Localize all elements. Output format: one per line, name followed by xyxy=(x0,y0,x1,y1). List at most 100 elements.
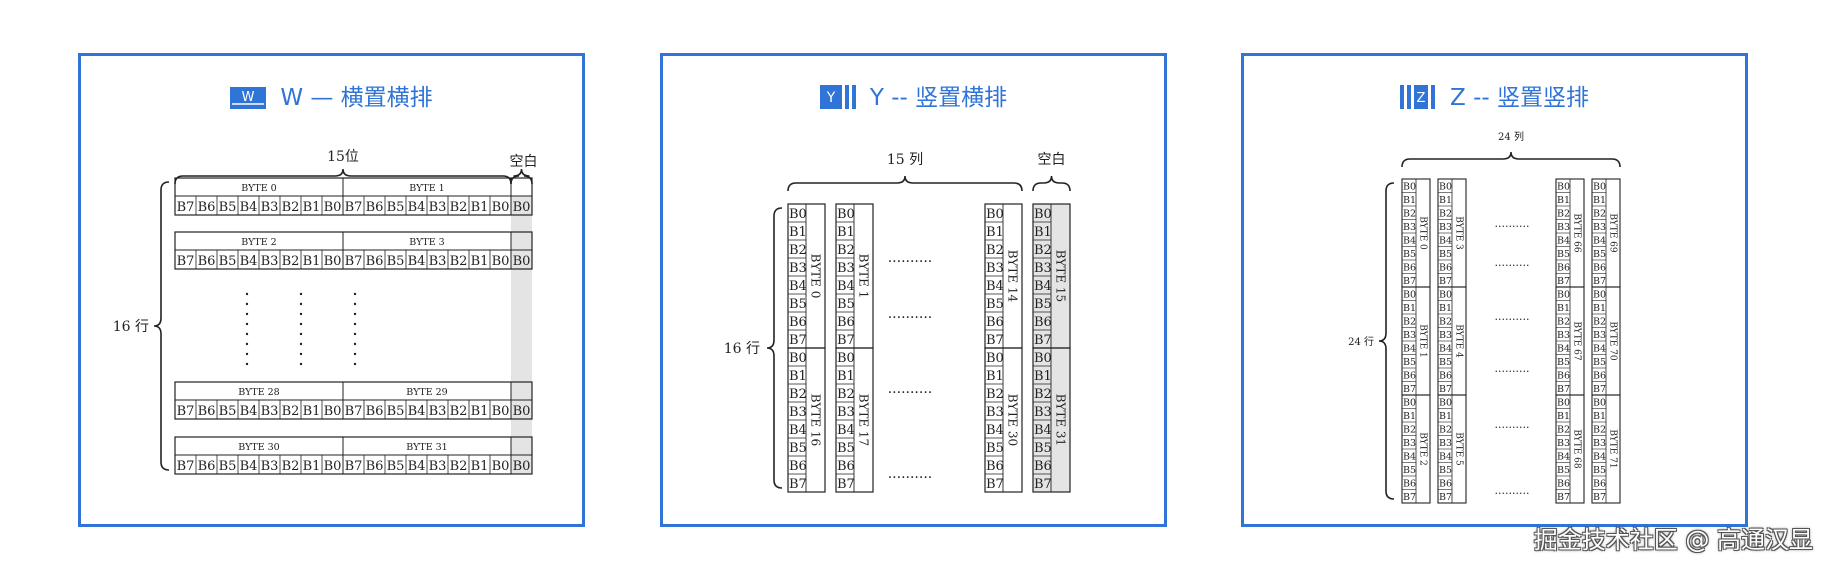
ellipsis-dot xyxy=(353,322,357,326)
bit-label: B6 xyxy=(1593,263,1606,274)
bit-label: B1 xyxy=(471,404,489,419)
byte-label: BYTE 16 xyxy=(809,394,823,446)
ellipsis-dot xyxy=(245,322,249,326)
bit-label: B2 xyxy=(1593,317,1606,328)
ellipsis-dot xyxy=(299,322,303,326)
bit-label: B7 xyxy=(1593,492,1606,503)
byte-label: BYTE 2 xyxy=(241,237,276,248)
bit-label: B5 xyxy=(1403,357,1416,368)
bit-label: B1 xyxy=(1557,303,1570,314)
bit-label: B3 xyxy=(837,405,855,420)
bit-label: B3 xyxy=(1034,405,1052,420)
bit-label: B3 xyxy=(1439,330,1452,341)
bit-label: B2 xyxy=(1593,209,1606,220)
bit-label: B1 xyxy=(471,459,489,474)
bit-label: B0 xyxy=(492,459,510,474)
bit-label: B4 xyxy=(240,254,258,269)
top-brace xyxy=(1401,151,1621,168)
top-brace xyxy=(174,168,512,185)
panel-title-y: Y Y -- 竖置横排 xyxy=(663,78,1164,112)
bit-label: B0 xyxy=(492,254,510,269)
bit-label: B1 xyxy=(1403,195,1416,206)
bit-label: B0 xyxy=(324,459,342,474)
bit-label: B2 xyxy=(1403,425,1416,436)
ellipsis-dot xyxy=(245,342,249,346)
bit-label: B6 xyxy=(986,315,1004,330)
bit-label: B6 xyxy=(1403,371,1416,382)
bit-label: B6 xyxy=(1403,479,1416,490)
bit-label: B3 xyxy=(789,405,807,420)
bit-label: B3 xyxy=(1593,438,1606,449)
bit-label: B3 xyxy=(789,261,807,276)
bit-label: B1 xyxy=(1403,411,1416,422)
panel-title-text: W — 横置横排 xyxy=(280,85,433,111)
bit-label: B0 xyxy=(1593,398,1606,409)
bit-label: B5 xyxy=(1034,297,1052,312)
bit-label: B5 xyxy=(837,297,855,312)
bit-label: B1 xyxy=(471,200,489,215)
bit-label: B0 xyxy=(513,404,531,419)
bit-label: B0 xyxy=(986,351,1004,366)
bit-label: B0 xyxy=(789,351,807,366)
panel-title-w: W W — 横置横排 xyxy=(81,78,582,112)
bit-label: B1 xyxy=(303,459,321,474)
bit-label: B7 xyxy=(1403,492,1416,503)
bit-label: B7 xyxy=(986,333,1004,348)
ellipsis: .......... xyxy=(888,466,933,482)
bit-label: B2 xyxy=(282,404,300,419)
ellipsis: .......... xyxy=(1495,362,1530,375)
bit-label: B2 xyxy=(986,387,1004,402)
byte-label: BYTE 29 xyxy=(406,387,447,398)
bit-label: B2 xyxy=(1403,209,1416,220)
bit-label: B0 xyxy=(1403,182,1416,193)
byte-label: BYTE 70 xyxy=(1608,321,1618,361)
bit-label: B6 xyxy=(198,254,216,269)
bit-label: B5 xyxy=(1034,441,1052,456)
byte-label: BYTE 2 xyxy=(1418,432,1428,466)
bit-label: B5 xyxy=(1593,357,1606,368)
bit-label: B6 xyxy=(366,254,384,269)
bit-label: B5 xyxy=(387,254,405,269)
ellipsis-dot xyxy=(299,302,303,306)
bit-label: B0 xyxy=(1403,290,1416,301)
ellipsis: .......... xyxy=(1495,217,1530,230)
byte-label: BYTE 14 xyxy=(1006,250,1020,303)
bit-label: B0 xyxy=(492,200,510,215)
byte-label: BYTE 69 xyxy=(1608,213,1618,253)
bit-label: B3 xyxy=(1557,222,1570,233)
bit-label: B1 xyxy=(1034,369,1052,384)
bit-label: B5 xyxy=(219,404,237,419)
byte-label: BYTE 30 xyxy=(1006,394,1020,446)
bit-label: B1 xyxy=(1557,195,1570,206)
bit-label: B5 xyxy=(387,404,405,419)
bit-label: B0 xyxy=(513,459,531,474)
bit-label: B6 xyxy=(1557,371,1570,382)
bit-label: B7 xyxy=(1557,492,1570,503)
bit-label: B3 xyxy=(261,459,279,474)
bit-label: B5 xyxy=(1403,249,1416,260)
bit-label: B3 xyxy=(1403,330,1416,341)
bit-label: B2 xyxy=(282,459,300,474)
byte-label: BYTE 1 xyxy=(857,254,871,299)
bit-label: B4 xyxy=(408,459,426,474)
bit-label: B0 xyxy=(1034,351,1052,366)
ellipsis: .......... xyxy=(1495,418,1530,431)
bit-label: B2 xyxy=(1403,317,1416,328)
bit-label: B1 xyxy=(986,369,1004,384)
bit-label: B1 xyxy=(789,369,807,384)
bit-label: B6 xyxy=(1593,371,1606,382)
bit-label: B7 xyxy=(177,254,195,269)
bit-label: B6 xyxy=(1439,371,1452,382)
bit-label: B7 xyxy=(177,404,195,419)
ellipsis: .......... xyxy=(888,381,933,397)
ellipsis-dot xyxy=(299,312,303,316)
bit-label: B5 xyxy=(1439,465,1452,476)
bit-label: B2 xyxy=(1593,425,1606,436)
bit-label: B1 xyxy=(1593,411,1606,422)
blank-column-shade xyxy=(511,196,532,474)
bit-label: B5 xyxy=(1403,465,1416,476)
ellipsis-dot xyxy=(353,292,357,296)
bit-label: B7 xyxy=(837,477,855,492)
bit-label: B6 xyxy=(1034,459,1052,474)
